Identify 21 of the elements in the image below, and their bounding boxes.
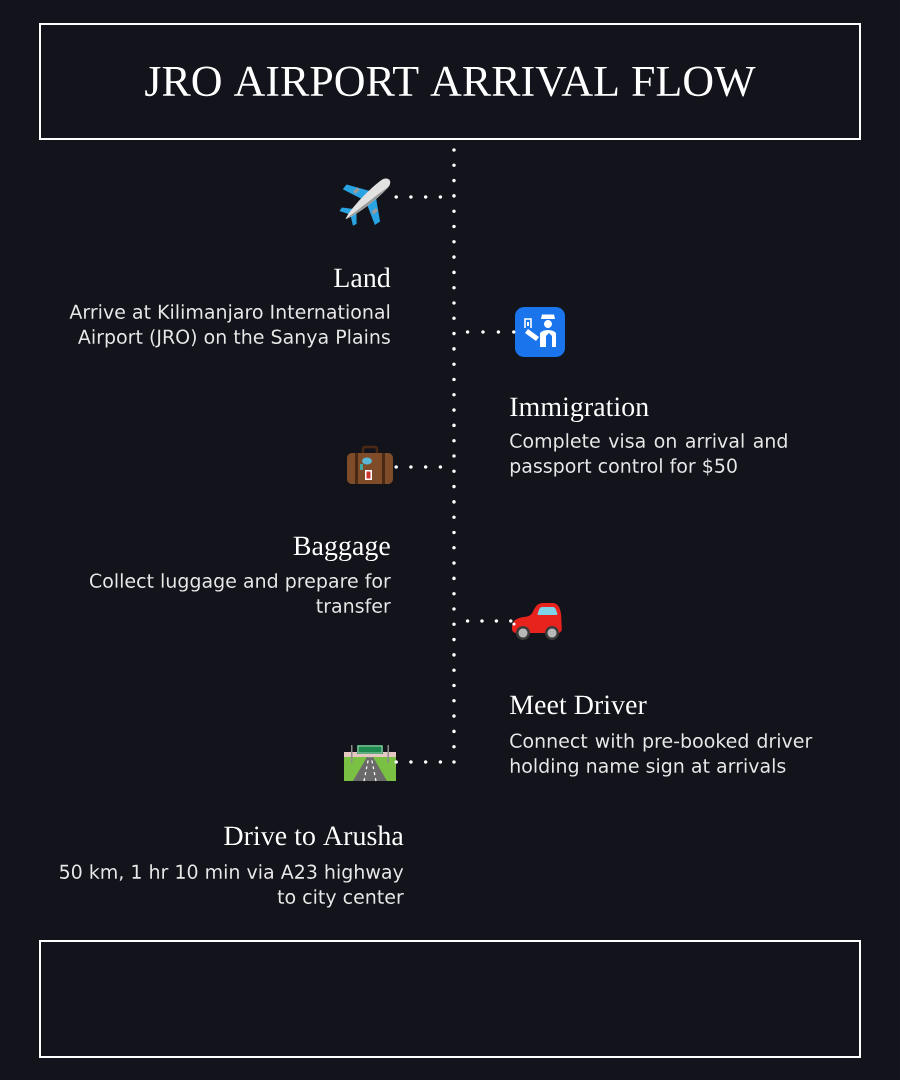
airplane-icon xyxy=(339,178,391,226)
step-heading: Baggage xyxy=(293,536,390,562)
dotted-connector xyxy=(394,195,443,199)
step-description: Connect with pre-booked driver holding name sign at arrivals xyxy=(510,733,813,777)
car-icon xyxy=(512,603,562,640)
title-box: JRO AIRPORT ARRIVAL FLOW xyxy=(39,23,861,140)
step-heading: Immigration xyxy=(510,397,649,423)
step-heading: Drive to Arusha xyxy=(224,825,404,846)
passport-control-icon xyxy=(515,307,565,357)
highway-icon xyxy=(344,745,396,782)
step-description: Arrive at Kilimanjaro International Airport (JRO) on the Sanya Plains xyxy=(69,304,390,348)
step-heading: Land xyxy=(334,267,391,288)
step-description: Complete visa on arrival and passport control for $50 xyxy=(510,433,787,477)
dotted-connector xyxy=(465,330,516,334)
suitcase-icon xyxy=(347,445,393,484)
dotted-connector xyxy=(394,465,443,469)
dotted-connector xyxy=(465,619,513,623)
dotted-connector xyxy=(394,760,443,764)
step-description: Collect luggage and prepare for transfer xyxy=(90,573,391,613)
step-description: 50 km, 1 hr 10 min via A23 highway to city center xyxy=(60,864,404,908)
step-heading: Meet Driver xyxy=(510,695,647,715)
